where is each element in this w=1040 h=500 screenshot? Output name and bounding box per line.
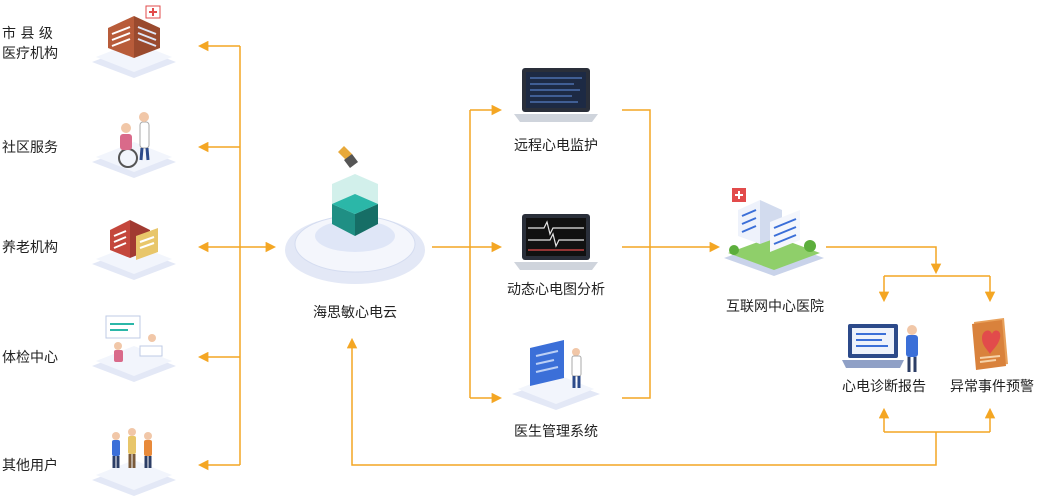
hospital-building-icon	[92, 5, 176, 78]
feedback-line	[346, 337, 937, 466]
diagnosis-report-icon	[842, 324, 918, 372]
node-label-others: 其他用户	[2, 458, 58, 474]
elderly-home-building-icon	[92, 220, 176, 280]
central-hospital-icon	[724, 188, 824, 276]
service-label-remote: 远程心电监护	[514, 138, 598, 154]
wheelchair-care-icon	[92, 112, 176, 178]
cloud-server-icon	[285, 146, 425, 284]
center-hospital-label: 互联网中心医院	[726, 299, 824, 315]
service-label-doctor: 医生管理系统	[514, 424, 598, 440]
warning-card-icon	[972, 318, 1008, 370]
node-label-line2: 医疗机构	[2, 46, 58, 62]
output-label-report: 心电诊断报告	[842, 379, 926, 395]
checkup-room-icon	[92, 315, 176, 382]
node-label-checkup: 体检中心	[2, 350, 58, 366]
node-label-hospital: 市 县 级 医疗机构	[2, 24, 58, 64]
people-group-icon	[92, 428, 176, 496]
cloud-label: 海思敏心电云	[313, 305, 397, 321]
output-label-warning: 异常事件预警	[950, 379, 1034, 395]
laptop-monitor-icon	[514, 68, 598, 122]
node-label-elderly: 养老机构	[2, 240, 58, 256]
node-label-community: 社区服务	[2, 140, 58, 156]
node-label-line1: 市 县 级	[2, 26, 53, 42]
service-label-dynamic: 动态心电图分析	[507, 282, 605, 298]
laptop-ecg-icon	[514, 214, 598, 270]
doctor-dashboard-icon	[512, 340, 600, 410]
service-merge-line	[622, 109, 651, 399]
arrow-hospital-down	[826, 246, 942, 275]
